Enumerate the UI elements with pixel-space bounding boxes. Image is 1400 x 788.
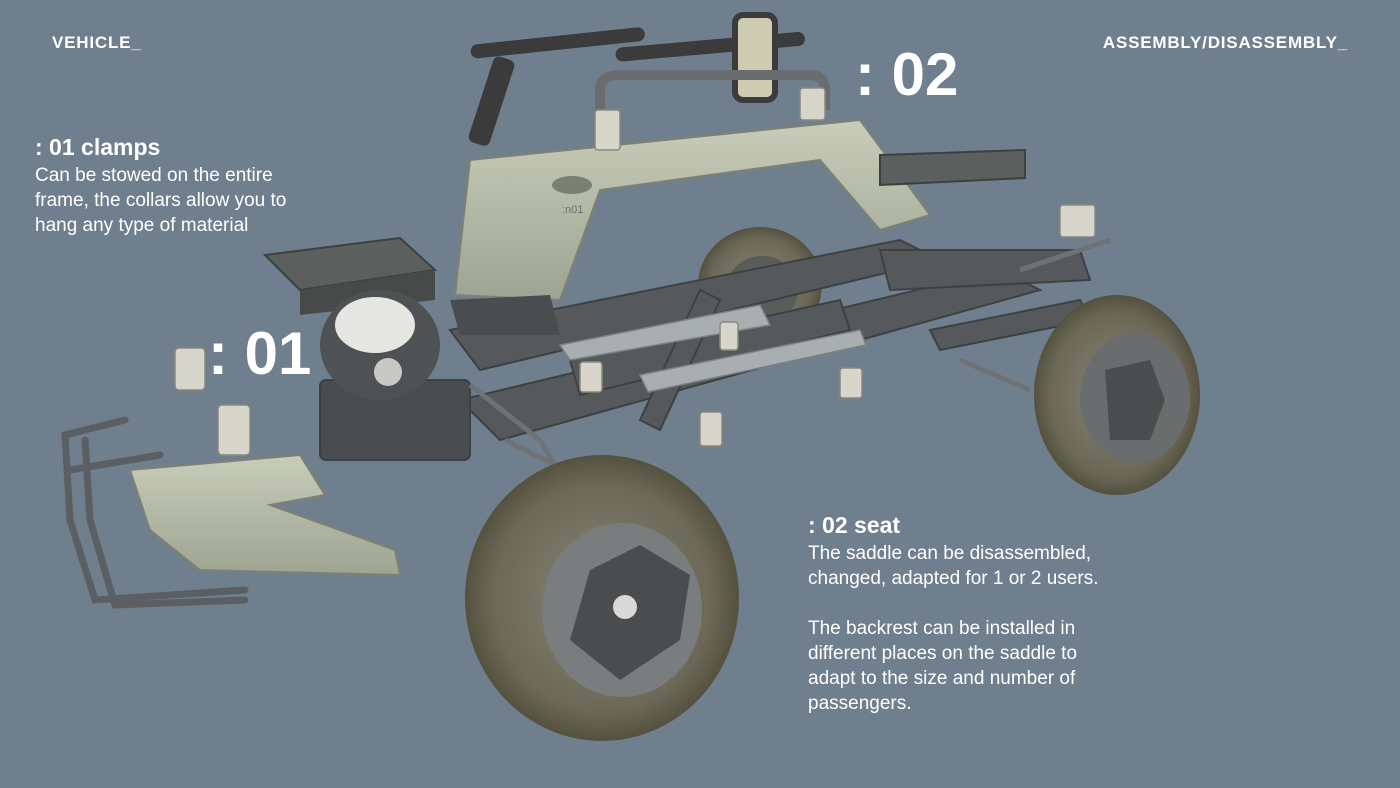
assembly-disassembly-header: ASSEMBLY/DISASSEMBLY_ — [1102, 33, 1348, 52]
front-bumper — [61, 416, 249, 609]
seat-title: : 02 seat — [808, 512, 901, 538]
handlebar — [468, 27, 645, 146]
clamp-parts — [174, 87, 1096, 456]
seat-body-panel: :n01 — [450, 118, 932, 335]
clamps-description: Can be stowed on the entire frame, the c… — [35, 165, 287, 236]
seat-description: The saddle can be disassembled, changed,… — [808, 543, 1099, 589]
seat-callout: : 02 seat The saddle can be disassembled… — [808, 512, 1098, 716]
clamps-title: : 01 clamps — [35, 134, 161, 160]
rear-battery — [879, 148, 1026, 187]
clamps-number-label: : 01 — [208, 320, 312, 387]
vehicle-header: VEHICLE_ — [52, 33, 142, 52]
backrest — [595, 12, 830, 135]
suspension — [468, 237, 1111, 468]
running-boards — [558, 304, 868, 393]
seat-number-label: : 02 — [855, 41, 959, 108]
front-wheel — [465, 455, 739, 741]
motor — [320, 290, 440, 400]
clamps-callout: : 01 clamps Can be stowed on the entire … — [35, 134, 286, 238]
backrest-description: The backrest can be installed in differe… — [808, 618, 1078, 714]
frame-marking: :n01 — [562, 204, 583, 216]
rear-right-wheel — [1034, 295, 1200, 495]
front-fender — [128, 453, 402, 577]
